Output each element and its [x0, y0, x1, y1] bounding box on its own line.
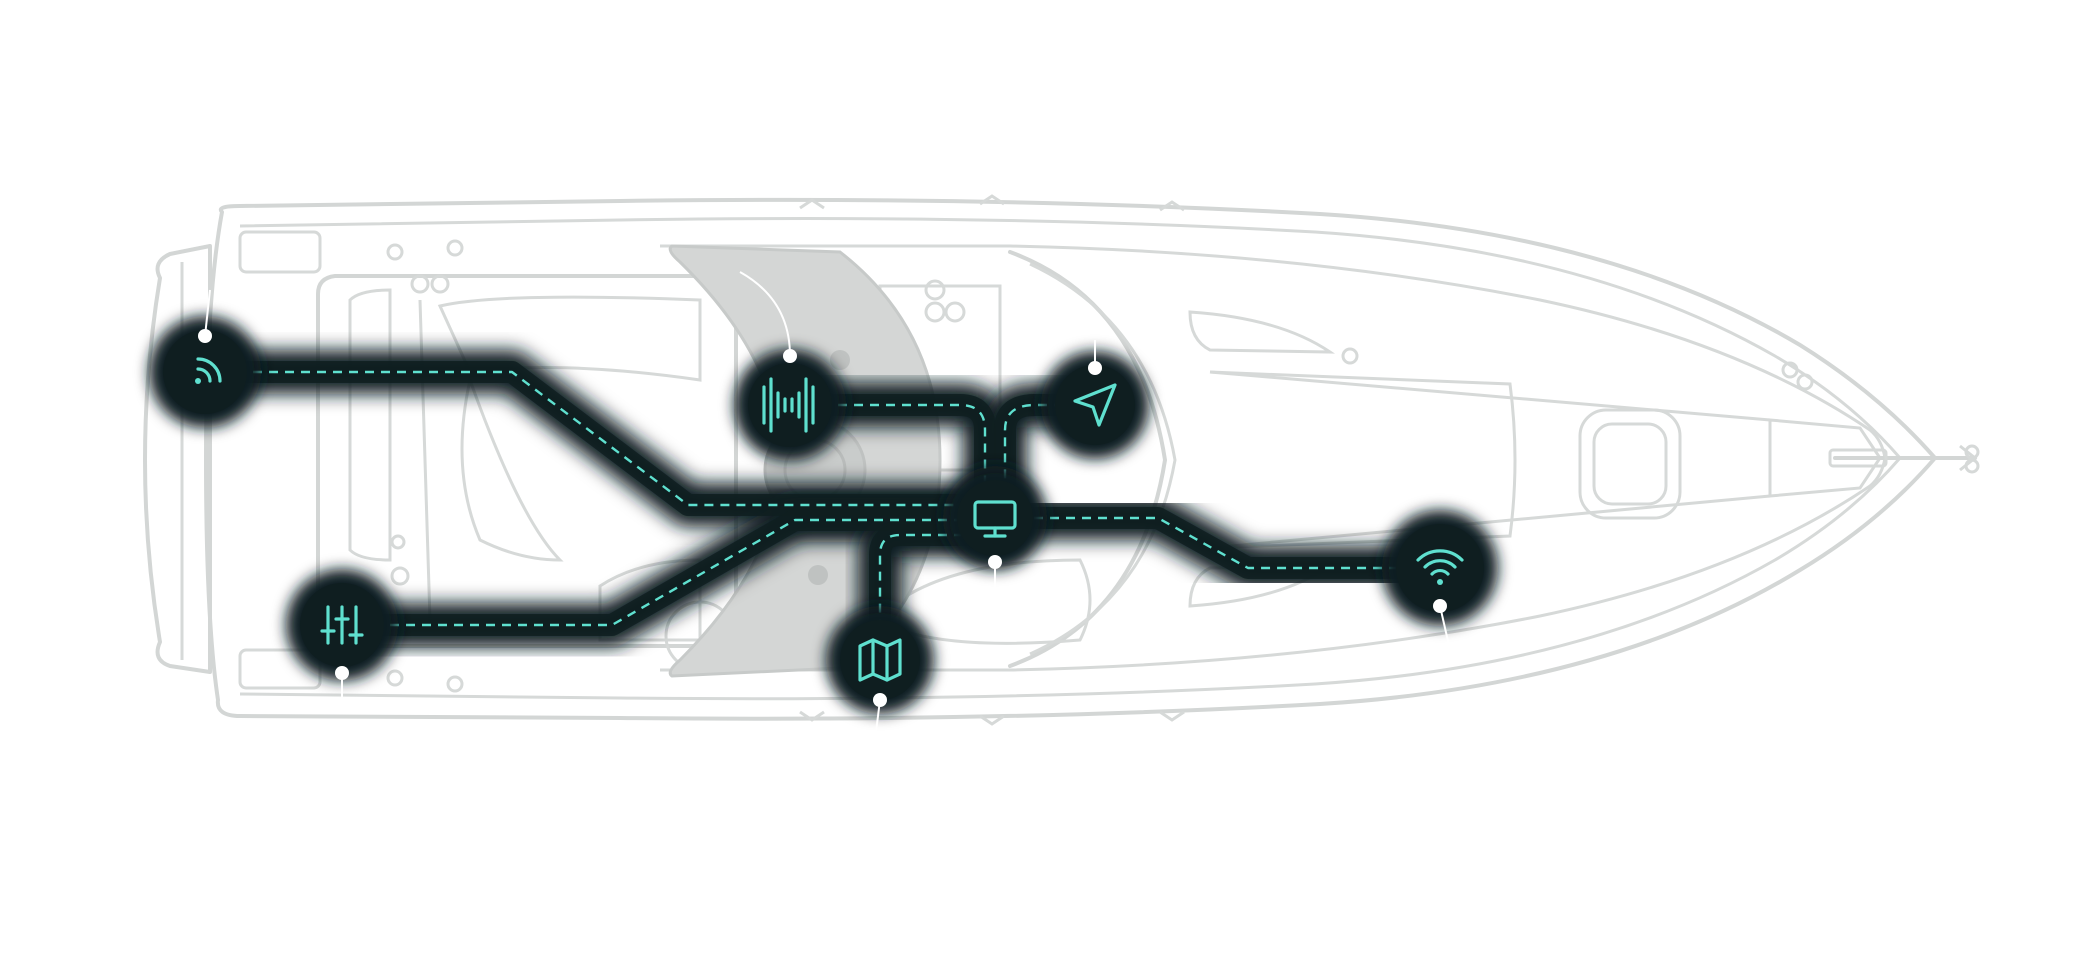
pin-dot [1088, 361, 1102, 375]
node-controls[interactable] [286, 569, 398, 700]
pin-dot [873, 693, 887, 707]
node-radar[interactable] [149, 290, 261, 428]
sliders-icon [322, 607, 362, 643]
pin-dot [1433, 599, 1447, 613]
node-disc [957, 480, 1033, 556]
node-disc [1396, 524, 1484, 612]
pin-dot [783, 349, 797, 363]
node-disc [1055, 365, 1135, 445]
pin-dot [335, 666, 349, 680]
node-disc [748, 363, 832, 447]
pin-dot [988, 555, 1002, 569]
pin-dot [198, 329, 212, 343]
node-disc [840, 620, 920, 700]
node-display-hub[interactable] [943, 466, 1047, 590]
node-wifi[interactable] [1382, 510, 1498, 650]
